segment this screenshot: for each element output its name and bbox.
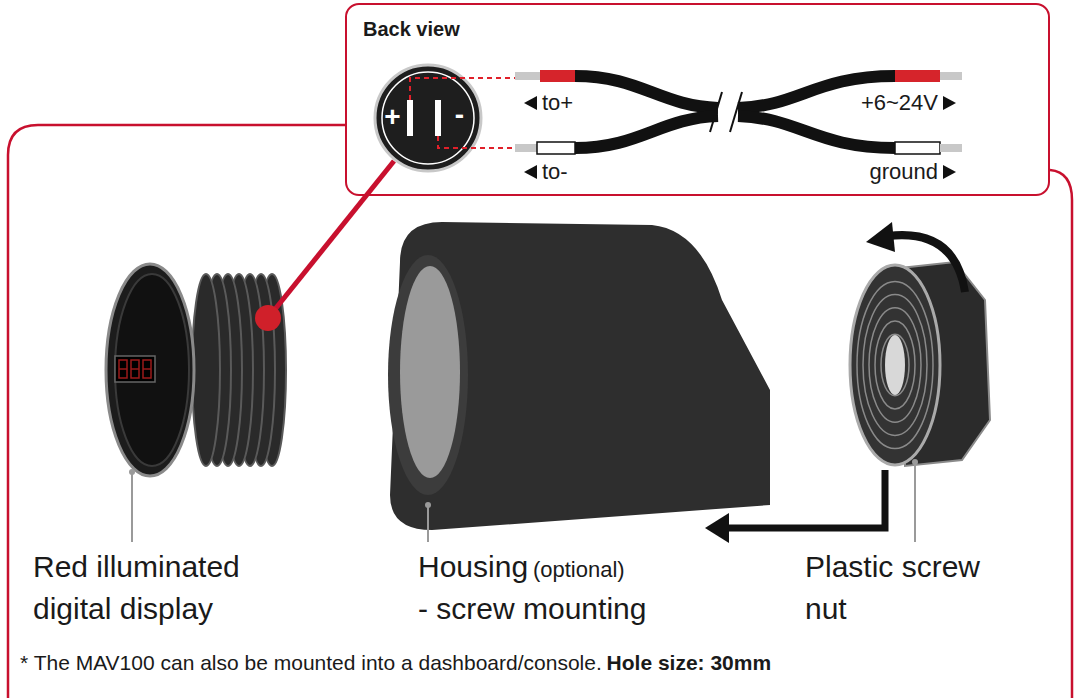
panel-heading: Back view — [363, 19, 460, 39]
screw-nut — [850, 262, 990, 466]
assembly-arrow-head — [705, 513, 729, 543]
part-name: Housing — [418, 546, 528, 588]
label-group: +6~24V — [861, 90, 938, 116]
housing — [388, 222, 770, 530]
outer-frame — [1050, 170, 1072, 698]
back-view-circle: +- — [373, 63, 483, 173]
leader-lines — [132, 462, 915, 542]
label-group: - screw mounting — [418, 588, 646, 630]
part-name: - screw mounting — [418, 588, 646, 630]
wire-label: ground — [869, 159, 938, 185]
rotation-arrow-head — [866, 222, 895, 252]
terminal-sign: + — [384, 103, 400, 131]
part-name: Red illuminated digital display — [33, 546, 295, 630]
wire-pair — [515, 70, 962, 154]
label-group: Housing(optional) — [418, 546, 625, 588]
wire-label: to- — [542, 159, 568, 185]
part-note: (optional) — [533, 557, 625, 583]
footnote: Hole size: 30mm — [607, 650, 772, 675]
label-group: to+ — [542, 90, 573, 116]
callout-line — [268, 161, 394, 318]
wire-label: to+ — [542, 90, 573, 116]
terminal-sign: - — [455, 101, 464, 129]
outer-frame — [8, 125, 345, 698]
callout-dot — [255, 305, 281, 331]
part-name: Plastic screw nut — [805, 546, 1005, 630]
footnote: * The MAV100 can also be mounted into a … — [20, 650, 602, 675]
label-group: Red illuminated digital display — [33, 546, 295, 630]
label-group: to- — [542, 159, 568, 185]
leader-dots — [129, 459, 918, 508]
assembly-arrow — [726, 470, 885, 528]
rotation-arrow — [888, 235, 965, 292]
inset-panel: Back view+- — [345, 3, 1050, 196]
label-group: Plastic screw nut — [805, 546, 1005, 630]
label-group: * The MAV100 can also be mounted into a … — [20, 650, 771, 675]
label-group: ground — [869, 159, 938, 185]
display-unit — [106, 264, 286, 476]
wire-label: +6~24V — [861, 90, 938, 116]
